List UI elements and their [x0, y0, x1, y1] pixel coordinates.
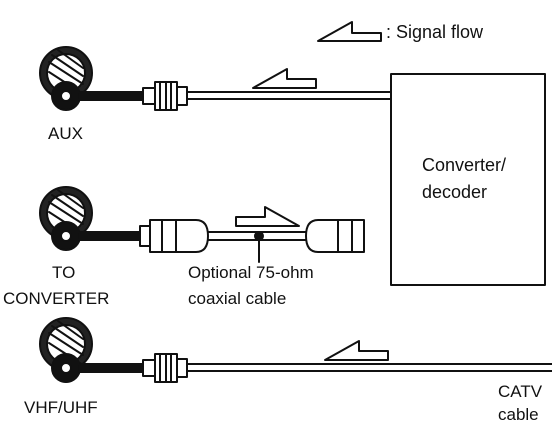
- catv-label-line2: cable: [498, 405, 539, 424]
- catv-label-line1: CATV: [498, 382, 543, 401]
- optional-cable-label-line1: Optional 75-ohm: [188, 263, 314, 282]
- port-label-aux: AUX: [48, 124, 83, 143]
- port-label-vhf-uhf: VHF/UHF: [24, 398, 98, 417]
- aux-jack-icon: [39, 46, 93, 111]
- aux-connector: [142, 81, 188, 111]
- catv-flow-arrow-icon: [324, 340, 389, 361]
- box-label-line2: decoder: [422, 182, 488, 202]
- vhf-uhf-jack-icon: [39, 317, 93, 383]
- legend-label: : Signal flow: [386, 22, 484, 42]
- port-label-to: TO: [52, 263, 76, 282]
- converter-flow-arrow-icon: [235, 206, 300, 227]
- aux-flow-arrow-icon: [252, 68, 317, 89]
- box-label-line1: Converter/: [422, 155, 507, 175]
- converter-box: [390, 73, 546, 286]
- to-converter-jack-icon: [39, 186, 93, 251]
- aux-cable-stub: [79, 91, 145, 101]
- vhf-uhf-connector: [142, 353, 188, 383]
- hollow-arrow-left-icon: [317, 21, 382, 42]
- optional-coaxial-cable: [139, 219, 365, 263]
- port-label-converter: CONVERTER: [3, 289, 110, 308]
- optional-cable-label-line2: coaxial cable: [188, 289, 287, 308]
